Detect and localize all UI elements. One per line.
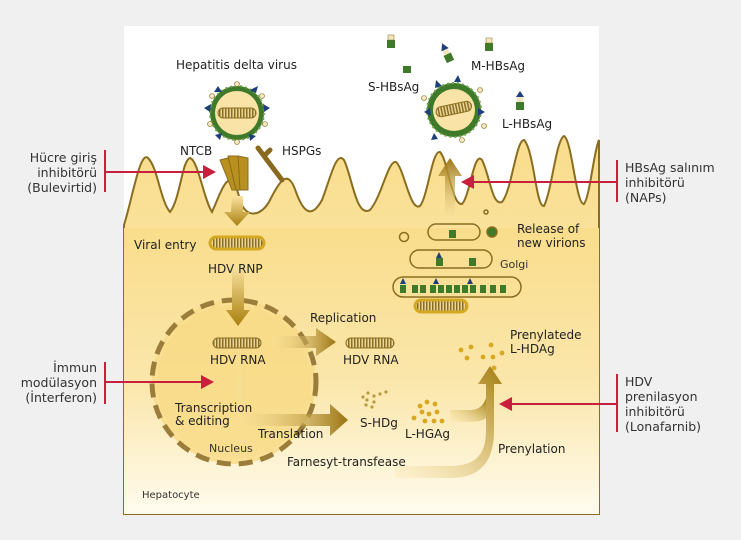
release-label-line2: new virions: [517, 236, 586, 250]
transcription-label-line1: Transcription: [175, 401, 253, 415]
hbsag-particles: [387, 34, 524, 110]
hdv-rna-replicated-label: HDV RNA: [343, 353, 399, 367]
inhibitor-arrow-entry: [104, 150, 216, 192]
hdv-rna-icon: [212, 337, 262, 349]
hdv-rnp-label: HDV RNP: [208, 262, 263, 276]
s-hdag-particles: [361, 390, 388, 409]
inhibitor-label-immune: İmmun modülasyon (İnterferon): [20, 360, 97, 405]
prenylated-label-line1: Prenylatede: [510, 328, 582, 342]
translation-label: Translation: [258, 427, 324, 441]
hdv-rna-replicated-icon: [345, 337, 395, 349]
l-hdag-label: L-HGAg: [405, 427, 450, 441]
s-hbsag-label: S-HBsAg: [368, 80, 420, 94]
hdv-virion-entering: [204, 81, 270, 145]
farnesyl-transferase-label: Farnesyt-transfease: [287, 455, 406, 469]
l-hdag-particles: [411, 399, 445, 424]
inhibitor-arrow-immune: [104, 362, 214, 404]
hdv-rnp-golgi-icon: [413, 298, 469, 314]
prenylated-l-hdag-particles: [458, 342, 505, 371]
hdv-rna-label: HDV RNA: [210, 353, 266, 367]
golgi-label: Golgi: [500, 258, 529, 271]
ntcb-label: NTCB: [180, 144, 213, 158]
hepatocyte-label: Hepatocyte: [142, 490, 200, 501]
viral-entry-label: Viral entry: [134, 238, 197, 252]
hspgs-label: HSPGs: [282, 144, 322, 158]
nucleus-label: Nucleus: [209, 442, 253, 455]
rnp-to-rna-arrow: [226, 266, 250, 326]
hdv-rnp-icon: [208, 235, 266, 251]
s-hdag-label: S-HDg: [360, 416, 398, 430]
m-hbsag-label: M-HBsAg: [471, 59, 526, 73]
replication-label: Replication: [310, 311, 377, 325]
entry-arrow: [224, 196, 250, 226]
inhibitor-label-hbsag-release: HBsAg salınım inhibitörü (NAPs): [625, 160, 715, 205]
l-hbsag-label: L-HBsAg: [502, 117, 553, 131]
release-arrow: [438, 158, 462, 220]
virus-title: Hepatitis delta virus: [176, 58, 297, 72]
inhibitor-arrow-hbsag-release: [461, 160, 618, 202]
golgi-envelope-proteins: [400, 230, 506, 293]
golgi-apparatus: [392, 209, 522, 298]
prenylated-label-line2: L-HDAg: [510, 342, 555, 356]
inhibitor-label-prenylation: HDV prenilasyon inhibitörü (Lonafarnib): [625, 374, 702, 434]
ntcb-receptor: [219, 155, 249, 191]
replication-arrow: [272, 328, 336, 356]
inhibitor-label-entry: Hücre giriş inhibitörü (Bulevirtid): [27, 150, 97, 195]
hdv-virion-released: [421, 75, 487, 143]
prenylation-arrow: [395, 366, 502, 478]
prenylation-label: Prenylation: [498, 442, 566, 456]
release-label-line1: Release of: [517, 222, 580, 236]
translation-arrow: [236, 356, 348, 436]
hspg-receptor: [255, 145, 285, 183]
transcription-label-line2: & editing: [175, 414, 230, 428]
inhibitor-arrow-prenylation: [499, 374, 618, 432]
